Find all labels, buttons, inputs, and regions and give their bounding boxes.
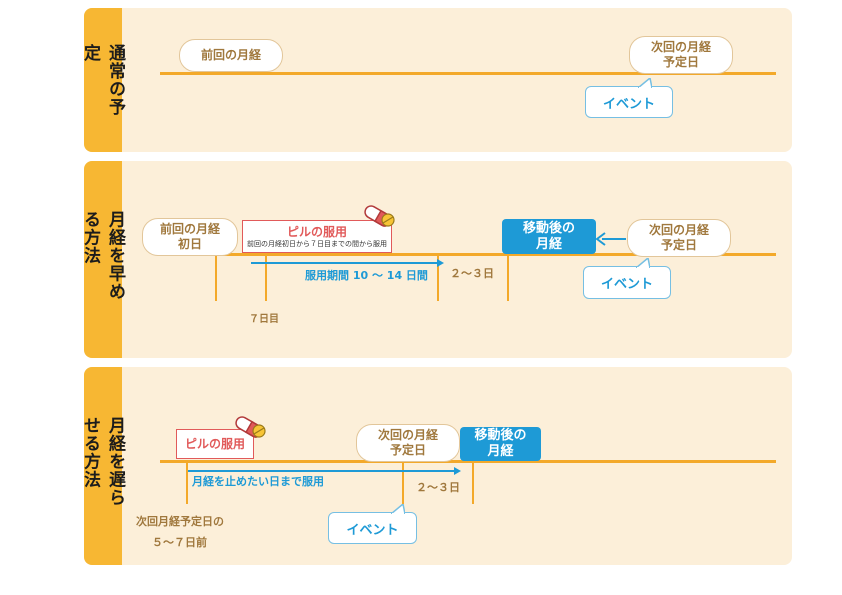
event-text: イベント xyxy=(346,522,399,538)
duration-text: 服用期間 10 ～ 14 日間 xyxy=(305,269,428,282)
duration-arrow xyxy=(251,262,437,264)
tab-label: 月経を早める方法 xyxy=(80,210,125,301)
event-callout: イベント xyxy=(328,504,417,544)
timeline xyxy=(160,460,776,463)
moved-period-text-1: 移動後の xyxy=(474,428,527,443)
callout-tail xyxy=(391,504,405,514)
timeline xyxy=(160,72,776,75)
days-after-text: ２～３日 xyxy=(450,267,494,280)
panel-tab: 月経を早める方法 xyxy=(80,161,125,358)
timeline xyxy=(160,253,776,256)
duration-arrow-head xyxy=(454,467,461,475)
next-period-text-2: 予定日 xyxy=(389,443,426,457)
duration-arrow xyxy=(188,470,454,472)
prev-period-text: 前回の月経 xyxy=(200,48,261,62)
callout-tail xyxy=(638,78,652,88)
next-period-text-1: 次回の月経 xyxy=(377,428,438,442)
days-after-text: ２～３日 xyxy=(416,481,460,494)
tick-start xyxy=(186,462,188,504)
prev-period-label: 前回の月経 xyxy=(179,39,283,72)
panel-tab: 通常の予定 xyxy=(80,8,125,152)
pill-capsule-icon xyxy=(235,416,266,438)
next-period-text-1: 次回の月経 xyxy=(650,40,711,54)
tick-end-of-pills xyxy=(437,255,439,301)
pill-intake-box: ピルの服用 前回の月経初日から７日目までの間から服用 xyxy=(242,220,392,253)
tick-prev-period xyxy=(215,255,217,301)
event-callout: イベント xyxy=(583,258,671,299)
pill-intake-title: ピルの服用 xyxy=(286,225,347,239)
panel-advance-period: 月経を早める方法 前回の月経 初日 ピルの服用 前回の月経初日から７日目までの間… xyxy=(80,161,792,358)
shift-arrow-head xyxy=(595,232,606,246)
tick-day7 xyxy=(265,255,267,301)
panel-tab: 月経を遅らせる方法 xyxy=(80,367,125,565)
next-period-text-2: 予定日 xyxy=(662,55,699,69)
moved-period-box: 移動後の 月経 xyxy=(460,427,541,461)
pill-intake-box: ピルの服用 xyxy=(176,429,254,459)
tab-label: 月経を遅らせる方法 xyxy=(80,416,125,507)
event-text: イベント xyxy=(600,277,653,292)
event-callout: イベント xyxy=(585,78,673,118)
prev-period-text-2: 初日 xyxy=(177,237,202,251)
next-period-label: 次回の月経 予定日 xyxy=(356,424,460,462)
tick-moved-period xyxy=(507,255,509,301)
moved-period-box: 移動後の 月経 xyxy=(502,219,596,254)
panel-delay-period: 月経を遅らせる方法 ピルの服用 次回の月経 予定日 移動後の 月経 月経を止めた… xyxy=(80,367,792,565)
tab-label: 通常の予定 xyxy=(80,44,125,116)
pill-intake-subtitle: 前回の月経初日から７日目までの間から服用 xyxy=(247,240,387,248)
tick-moved-period xyxy=(472,462,474,504)
duration-arrow-head xyxy=(437,259,444,267)
pill-capsule-icon xyxy=(364,205,395,227)
panel-normal-schedule: 通常の予定 前回の月経 次回の月経 予定日 イベント xyxy=(80,8,792,152)
shift-arrow xyxy=(602,238,626,240)
callout-tail xyxy=(636,258,650,268)
duration-text: 月経を止めたい日まで服用 xyxy=(192,475,324,488)
event-text: イベント xyxy=(602,96,655,112)
moved-period-text-2: 月経 xyxy=(535,236,562,252)
moved-period-text-2: 月経 xyxy=(487,444,514,459)
tick-next-period xyxy=(402,462,404,504)
prev-period-text-1: 前回の月経 xyxy=(159,222,220,236)
pill-intake-title: ピルの服用 xyxy=(184,437,245,451)
next-period-text-2: 予定日 xyxy=(660,238,697,252)
prev-period-label: 前回の月経 初日 xyxy=(142,218,238,256)
day7-text: ７日目 xyxy=(249,314,279,325)
start-timing-text-1: 次回月経予定日の xyxy=(136,515,224,528)
next-period-label: 次回の月経 予定日 xyxy=(627,219,731,257)
moved-period-text-1: 移動後の xyxy=(522,220,575,236)
next-period-label: 次回の月経 予定日 xyxy=(629,36,733,74)
start-timing-text-2: ５～７日前 xyxy=(152,536,207,549)
next-period-text-1: 次回の月経 xyxy=(648,223,709,237)
